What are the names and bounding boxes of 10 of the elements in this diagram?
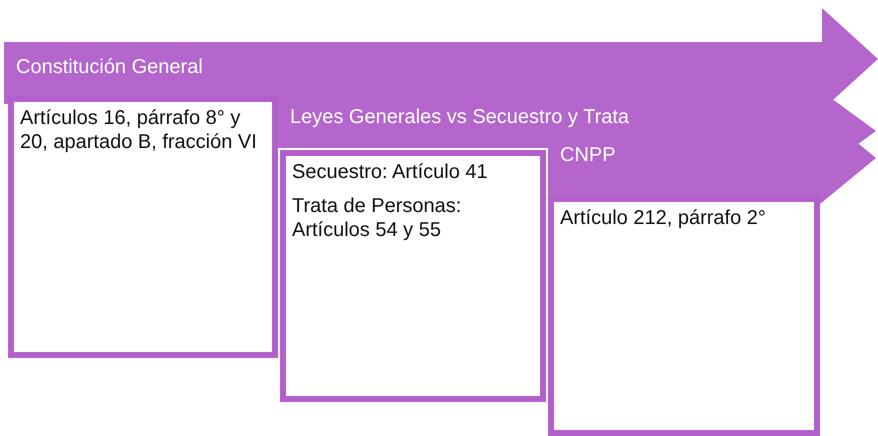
box-text: Secuestro: Artículo 41: [292, 160, 489, 184]
box-text: Trata de Personas: Artículos 54 y 55: [292, 194, 462, 242]
arrow-heading: CNPP: [560, 144, 616, 167]
text-box: [8, 96, 278, 358]
arrow-heading: Constitución General: [16, 56, 203, 79]
text-box: [548, 196, 820, 436]
text-box: [280, 150, 546, 402]
box-text: Artículo 212, párrafo 2°: [560, 206, 767, 230]
box-text: Artículos 16, párrafo 8° y 20, apartado B, fracción VI: [20, 106, 258, 154]
arrow-heading: Leyes Generales vs Secuestro y Trata: [290, 106, 630, 129]
